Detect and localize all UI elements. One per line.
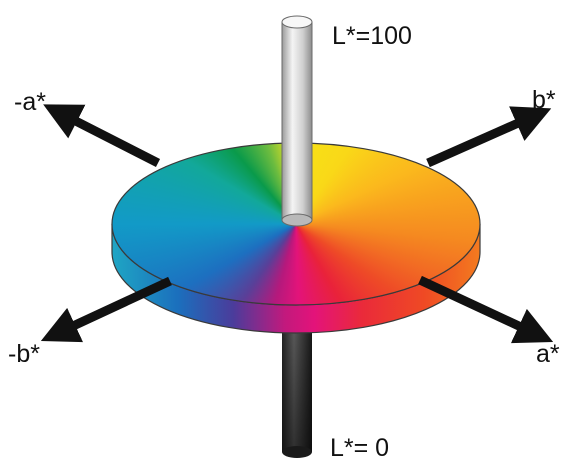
pos-b-arrow bbox=[428, 116, 534, 163]
neg-b-arrow bbox=[58, 281, 170, 333]
label-neg-a: -a* bbox=[14, 88, 46, 116]
label-l-bottom: L*= 0 bbox=[330, 434, 389, 462]
neg-a-arrow bbox=[60, 113, 158, 163]
label-pos-b: b* bbox=[532, 86, 556, 114]
label-neg-b: -b* bbox=[8, 340, 40, 368]
label-l-top: L*=100 bbox=[332, 22, 412, 50]
lightness-axis-upper bbox=[282, 16, 312, 226]
label-pos-a: a* bbox=[536, 340, 560, 368]
pos-a-arrow bbox=[420, 280, 536, 334]
